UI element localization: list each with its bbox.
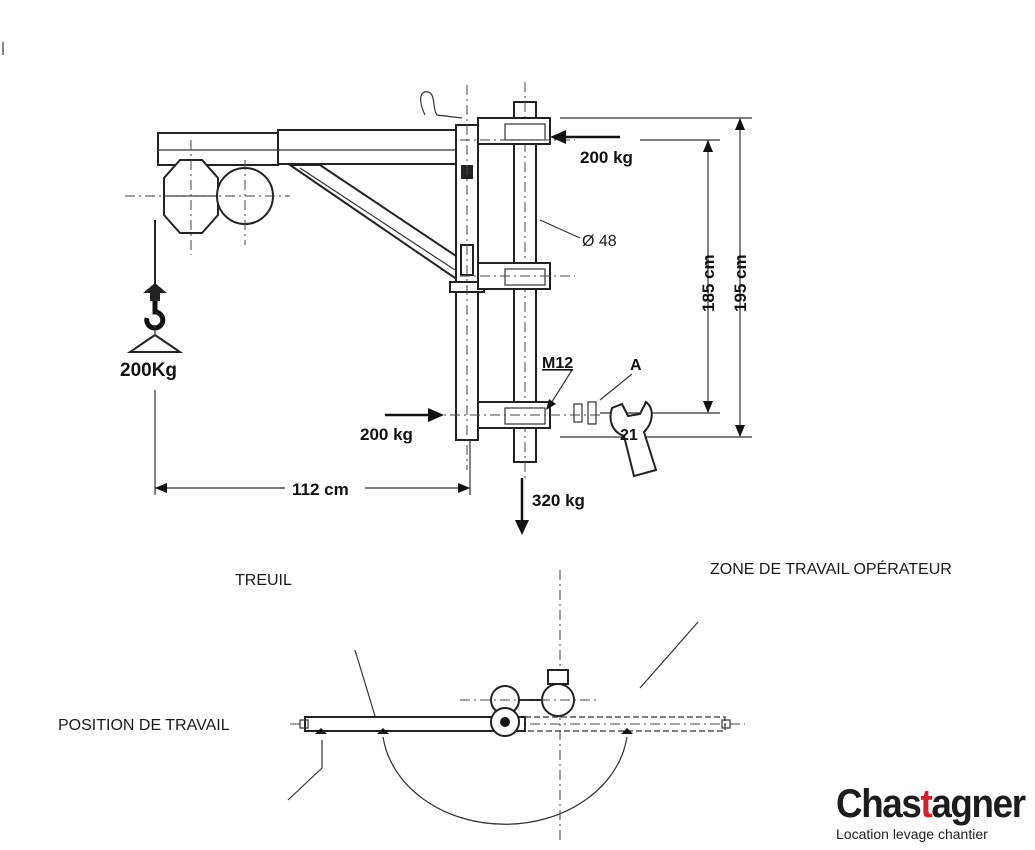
treuil-label: TREUIL: [235, 572, 292, 589]
bolt-detail: M12 A: [542, 355, 642, 425]
wrench-size-label: 21: [620, 427, 638, 444]
load-top-label: 200 kg: [580, 148, 633, 167]
reach-label: 112 cm: [292, 480, 349, 499]
mast: [449, 85, 485, 470]
zone-label: ZONE DE TRAVAIL OPÉRATEUR: [710, 559, 952, 578]
bolt-label: M12: [542, 355, 573, 372]
vertical-load-arrow: 320 kg: [515, 478, 585, 535]
hook-load: 200Kg: [120, 220, 184, 381]
plan-view: [287, 570, 745, 840]
reach-dimension: 112 cm: [154, 390, 471, 499]
scaffold-tube: [430, 82, 600, 480]
vertical-load-label: 320 kg: [532, 491, 585, 510]
height-dimensions: 185 cm 195 cm: [560, 117, 752, 438]
height-inner-label: 185 cm: [699, 254, 718, 312]
height-outer-label: 195 cm: [731, 254, 750, 312]
bottom-load-arrow: 200 kg: [360, 408, 444, 444]
brand-tagline: Location levage chantier: [836, 826, 988, 842]
brand-logo: Chastagner Location levage chantier: [836, 784, 1026, 844]
diameter-label: Ø 48: [582, 233, 617, 250]
brand-name: Chastagner: [836, 782, 1026, 826]
position-label: POSITION DE TRAVAIL: [58, 717, 230, 734]
wrench-icon: 21: [609, 400, 658, 478]
detail-a-label: A: [630, 357, 642, 374]
hook-load-label: 200Kg: [120, 360, 177, 381]
load-bottom-label: 200 kg: [360, 425, 413, 444]
winch: [125, 140, 290, 255]
pin: [420, 91, 463, 119]
top-load-arrow: 200 kg: [550, 130, 633, 167]
